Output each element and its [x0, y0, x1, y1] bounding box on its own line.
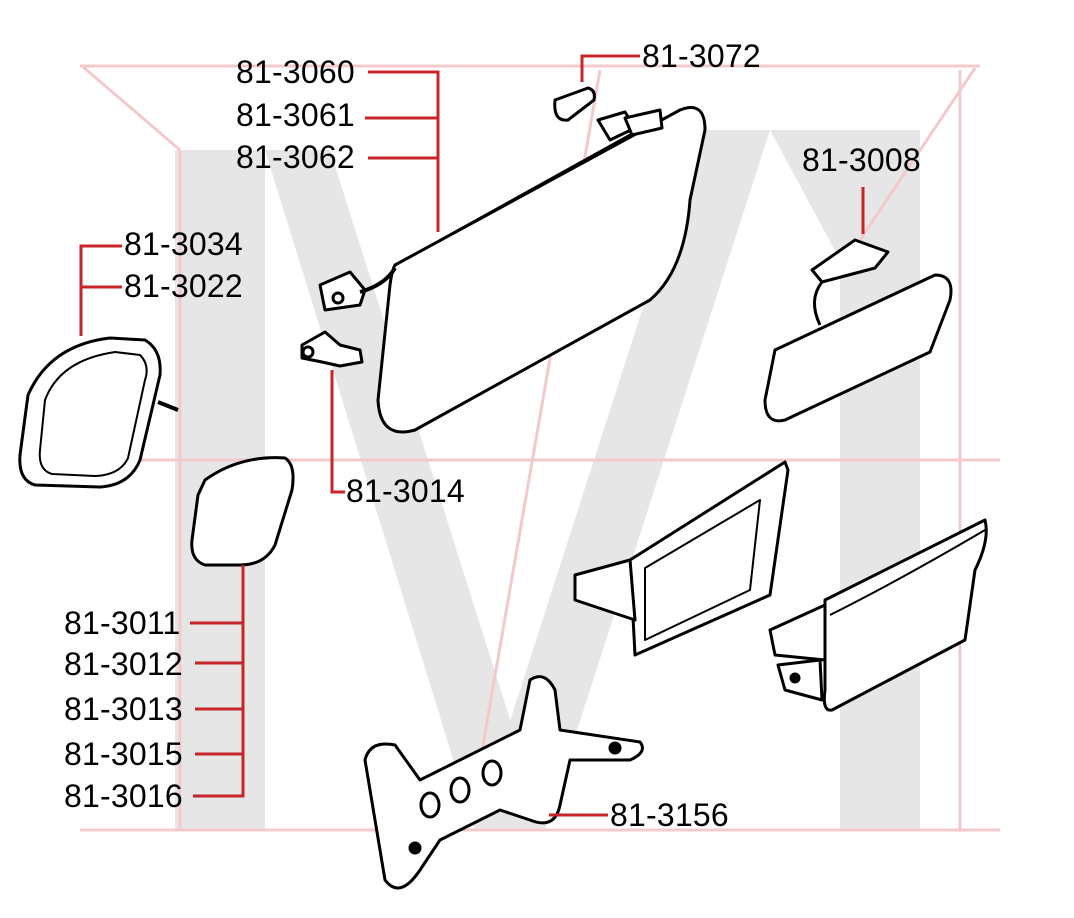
- glovebox-drawing[interactable]: [768, 518, 988, 712]
- label-81-3061[interactable]: 81-3061: [236, 97, 355, 133]
- exterior-mirror-drawing[interactable]: [18, 336, 179, 489]
- label-81-3016[interactable]: 81-3016: [64, 778, 183, 814]
- label-81-3011[interactable]: 81-3011: [64, 605, 181, 641]
- bracket-drawing[interactable]: [363, 675, 644, 890]
- visor-clip-drawing[interactable]: [300, 330, 364, 368]
- label-81-3012[interactable]: 81-3012: [64, 646, 183, 682]
- label-81-3072[interactable]: 81-3072: [642, 38, 761, 74]
- label-81-3013[interactable]: 81-3013: [64, 691, 183, 727]
- sun-visor-drawing[interactable]: [318, 106, 707, 434]
- label-81-3022[interactable]: 81-3022: [124, 268, 243, 304]
- label-81-3060[interactable]: 81-3060: [236, 54, 355, 90]
- label-81-3015[interactable]: 81-3015: [64, 736, 183, 772]
- glovebox-frame-drawing[interactable]: [573, 460, 790, 657]
- mirror-glass-drawing[interactable]: [190, 456, 295, 567]
- clip-cover-drawing[interactable]: [553, 86, 596, 122]
- rear-view-mirror-drawing[interactable]: [763, 238, 953, 423]
- label-81-3034[interactable]: 81-3034: [124, 226, 243, 262]
- label-81-3062[interactable]: 81-3062: [236, 139, 355, 175]
- label-81-3156[interactable]: 81-3156: [610, 797, 729, 833]
- label-81-3008[interactable]: 81-3008: [802, 142, 921, 178]
- label-81-3014[interactable]: 81-3014: [346, 473, 465, 509]
